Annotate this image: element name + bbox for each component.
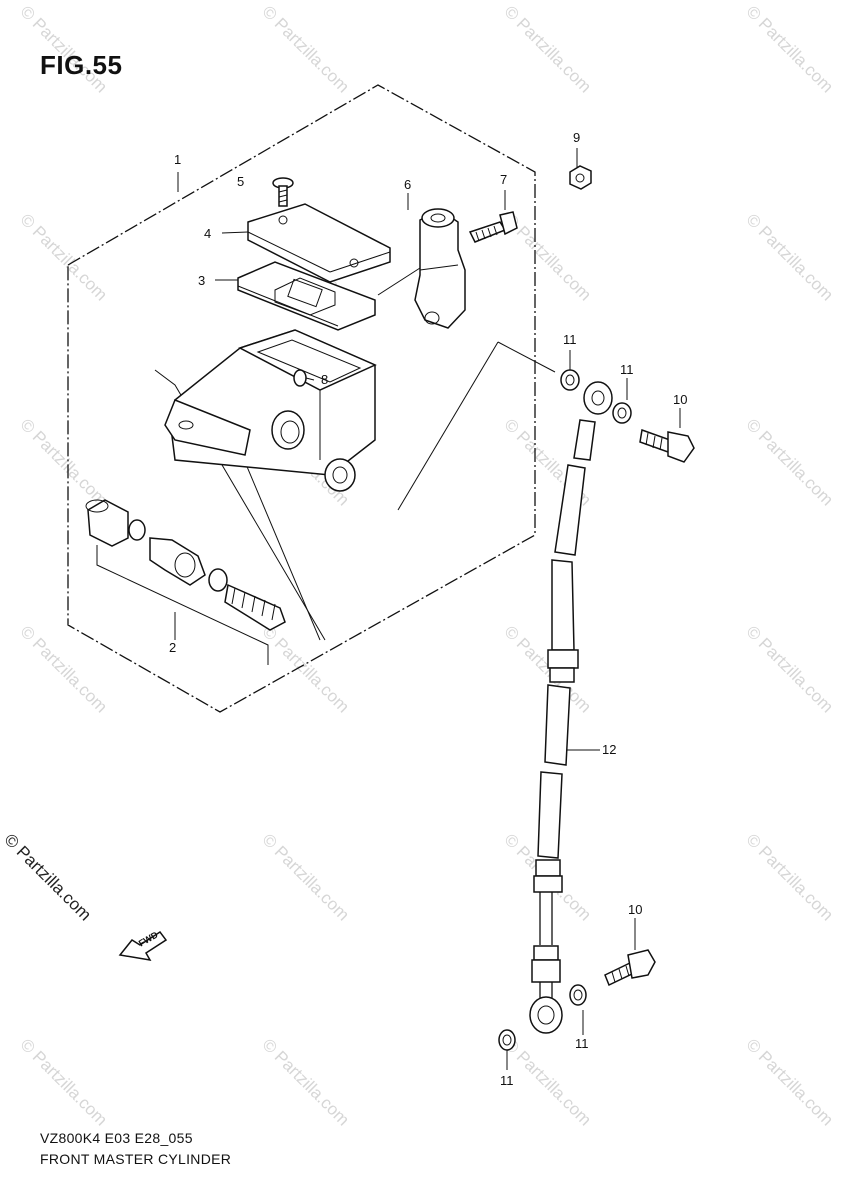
callout-8: 8 (321, 372, 329, 387)
callout-6: 6 (404, 177, 412, 192)
screw-part-8 (293, 369, 315, 387)
figure-title: FIG.55 (40, 50, 123, 80)
callout-1: 1 (174, 152, 182, 167)
callout-10: 10 (673, 392, 688, 407)
washer-part-11 (560, 369, 580, 391)
forward-arrow-icon (118, 930, 168, 961)
callout-11: 11 (563, 332, 577, 347)
diaphragm-part-3 (237, 261, 376, 331)
washer-part-11 (612, 402, 632, 424)
washer-part-11 (498, 1029, 516, 1051)
brake-hose-part-12 (529, 381, 613, 1034)
piston-kit-part-2 (85, 499, 286, 631)
washer-part-11 (569, 984, 587, 1006)
master-cylinder-body-part-1 (164, 329, 377, 492)
callout-4: 4 (204, 226, 212, 241)
bolt-part-7 (468, 211, 518, 243)
reservoir-cap-part-4 (247, 203, 391, 283)
figure-code: VZ800K4 E03 E28_055 (40, 1130, 193, 1146)
callout-2: 2 (169, 640, 177, 655)
callout-3: 3 (198, 273, 206, 288)
union-bolt-part-10 (639, 428, 695, 463)
callout-5: 5 (237, 174, 245, 189)
nut-part-9 (569, 165, 592, 190)
assembly-boundary (67, 84, 536, 713)
callout-11: 11 (575, 1036, 589, 1051)
leader-lines (96, 148, 681, 1070)
clamp-part-6 (414, 208, 466, 329)
callout-11: 11 (620, 362, 634, 377)
screw-part-5 (272, 177, 294, 207)
callout-12: 12 (602, 742, 617, 757)
figure-caption: FRONT MASTER CYLINDER (40, 1151, 232, 1167)
callout-9: 9 (573, 130, 581, 145)
union-bolt-part-10 (604, 949, 656, 987)
callout-11: 11 (500, 1073, 514, 1088)
callout-7: 7 (500, 172, 508, 187)
callout-10: 10 (628, 902, 643, 917)
